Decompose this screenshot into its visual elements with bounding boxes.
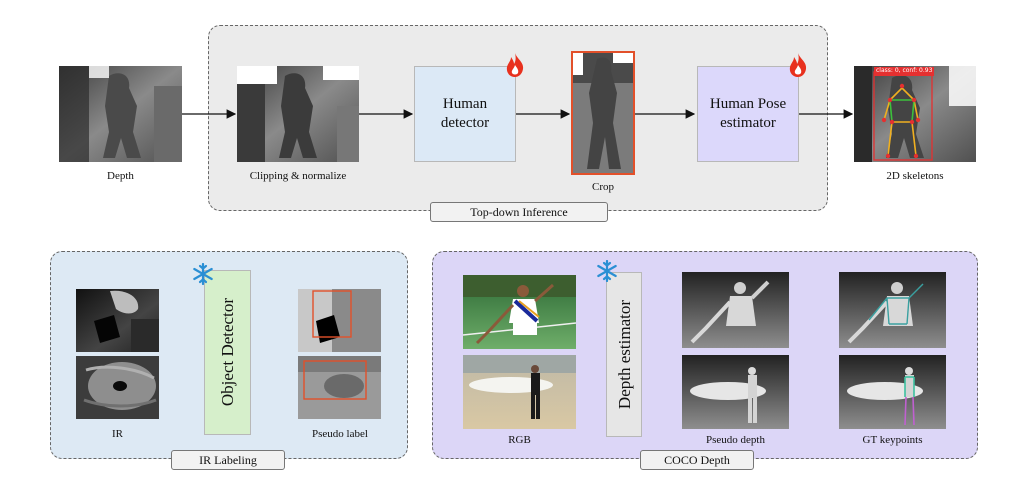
gt-keypoint-image-surfer: [839, 355, 946, 429]
object-detector-box: Object Detector: [204, 270, 251, 435]
depth-label: Depth: [107, 170, 134, 182]
skeleton-overlay-text: class: 0, conf: 0.93: [876, 67, 933, 74]
rgb-label: RGB: [508, 434, 531, 446]
fire-icon: [789, 53, 807, 77]
ir-label: IR: [112, 428, 123, 440]
gt-keypoint-image-tennis: [839, 272, 946, 348]
ir-image-bottom: [76, 356, 159, 419]
top-panel-title: Top-down Inference: [430, 202, 608, 222]
snowflake-icon: [597, 260, 617, 282]
depth-image: [59, 66, 182, 162]
fire-icon: [506, 53, 524, 77]
ir-image-top: [76, 289, 159, 352]
crop-label: Crop: [592, 181, 614, 193]
pseudo-depth-image-tennis: [682, 272, 789, 348]
snowflake-icon: [193, 263, 213, 285]
human-detector-box: Human detector: [414, 66, 516, 162]
cropped-person-image: [571, 51, 635, 175]
object-detector-label: Object Detector: [218, 298, 237, 407]
depth-estimator-label: Depth estimator: [614, 299, 634, 410]
coco-panel-title: COCO Depth: [640, 450, 754, 470]
pseudo-label-image-bottom: [298, 356, 381, 419]
clipping-label: Clipping & normalize: [249, 170, 347, 182]
rgb-image-tennis: [463, 275, 576, 349]
ir-panel-title: IR Labeling: [171, 450, 285, 470]
skeleton-label: 2D skeletons: [886, 170, 944, 182]
skeleton-image: class: 0, conf: 0.93: [854, 66, 976, 162]
depth-estimator-box: Depth estimator: [606, 272, 642, 437]
pose-estimator-box: Human Pose estimator: [697, 66, 799, 162]
gt-keypoints-label: GT keypoints: [862, 434, 923, 446]
pseudo-depth-label: Pseudo depth: [706, 434, 765, 446]
clipped-depth-image: [237, 66, 359, 162]
pseudo-label-image-top: [298, 289, 381, 352]
pseudo-depth-image-surfer: [682, 355, 789, 429]
pseudo-label-label: Pseudo label: [312, 428, 368, 440]
rgb-image-surfer: [463, 355, 576, 429]
